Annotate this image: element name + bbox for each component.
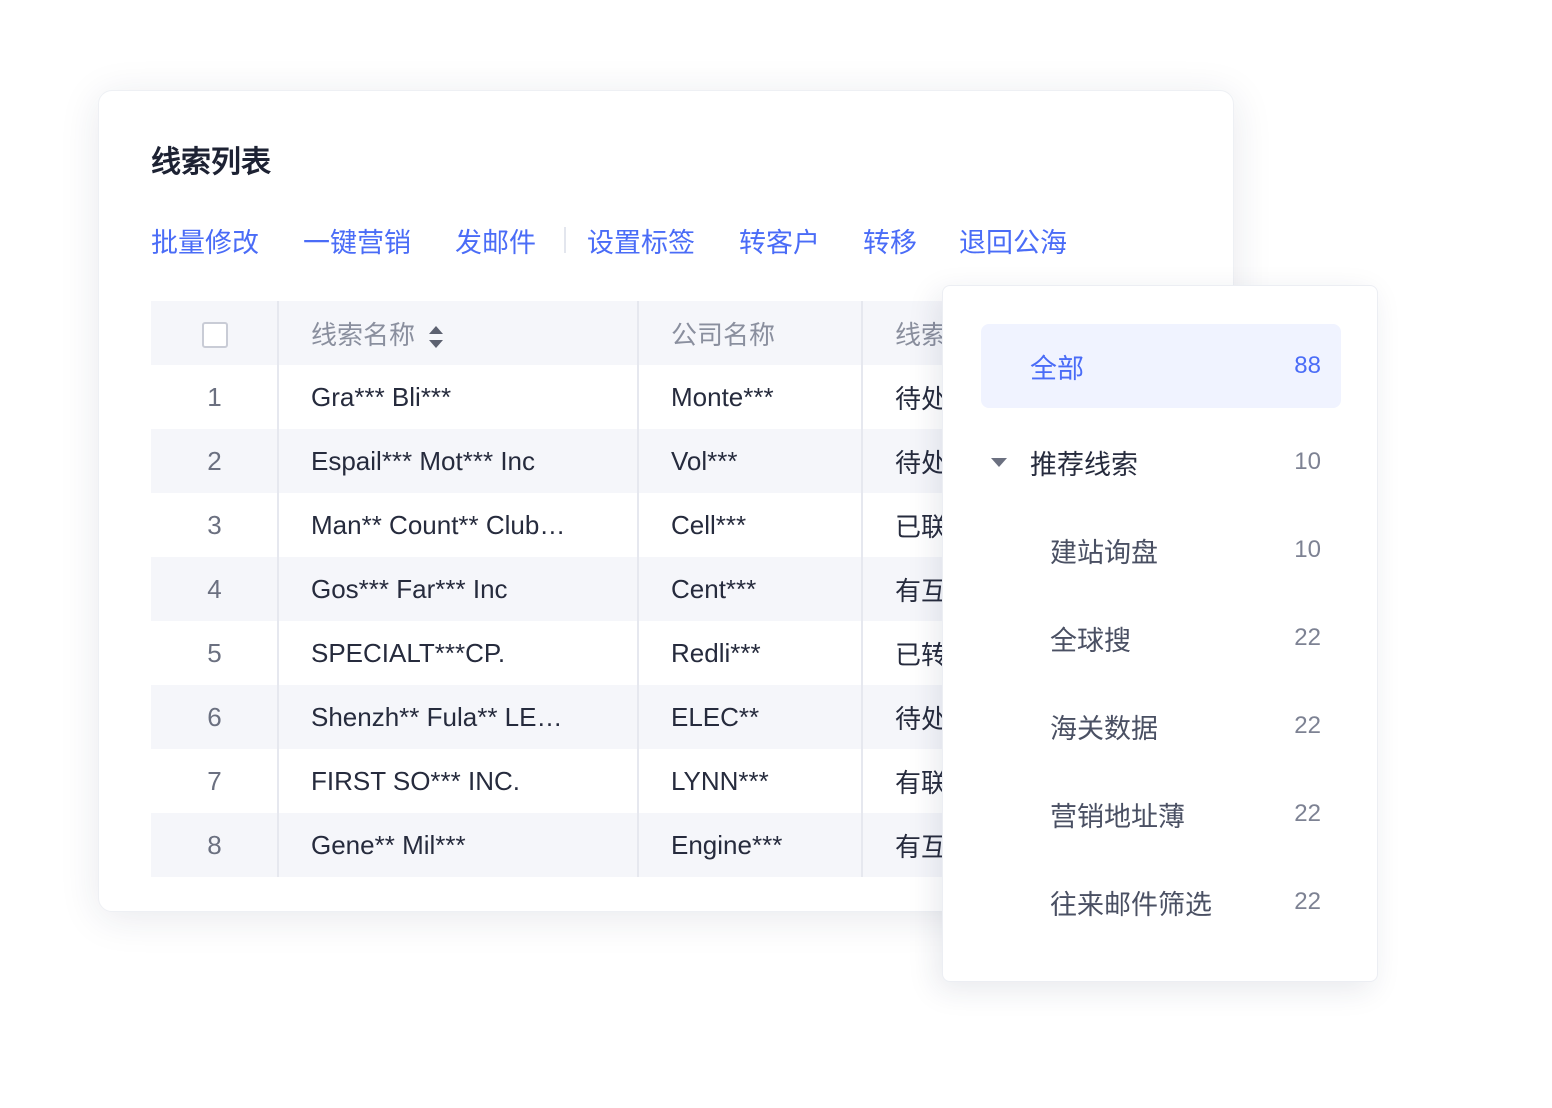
lead-name[interactable]: Shenzh** Fula** LE…	[311, 701, 563, 732]
page-title: 线索列表	[151, 146, 271, 179]
select-all-checkbox[interactable]	[201, 321, 228, 348]
convert-customer-button[interactable]: 转客户	[739, 228, 820, 258]
filter-count: 10	[1294, 536, 1321, 563]
filter-count: 22	[1294, 888, 1321, 915]
set-tag-button[interactable]: 设置标签	[587, 228, 695, 258]
lead-name[interactable]: FIRST SO*** INC.	[311, 765, 521, 796]
lead-status: 有互	[895, 831, 948, 862]
filter-label: 推荐线索	[1030, 449, 1138, 480]
lead-name[interactable]: Man** Count** Club…	[311, 509, 566, 540]
filter-item[interactable]: 建站询盘 10	[981, 508, 1341, 592]
filter-item[interactable]: 海关数据 22	[981, 684, 1341, 768]
filter-label: 建站询盘	[1050, 537, 1158, 568]
table-row[interactable]: 3 Man** Count** Club… Cell*** 已联	[151, 493, 1233, 557]
lead-status: 待处	[895, 703, 948, 734]
one-click-marketing-button[interactable]: 一键营销	[303, 228, 411, 258]
filter-count: 10	[1294, 448, 1321, 475]
filter-item[interactable]: 营销地址薄 22	[981, 772, 1341, 856]
return-to-pool-button[interactable]: 退回公海	[959, 228, 1067, 258]
company-name: Vol***	[671, 445, 738, 476]
filter-item[interactable]: 全球搜 22	[981, 596, 1341, 680]
filter-label: 海关数据	[1050, 713, 1158, 744]
lead-status: 待处	[895, 447, 948, 478]
lead-name[interactable]: SPECIALT***CP.	[311, 637, 506, 668]
column-divider	[861, 301, 863, 877]
filter-item[interactable]: 全部 88	[981, 324, 1341, 408]
filter-count: 22	[1294, 712, 1321, 739]
company-name: ELEC**	[671, 701, 760, 732]
filter-label: 往来邮件筛选	[1050, 889, 1212, 920]
company-name: Cent***	[671, 573, 757, 604]
filter-item[interactable]: 推荐线索 10	[981, 420, 1341, 504]
filter-count: 22	[1294, 800, 1321, 827]
row-number: 1	[207, 381, 222, 412]
batch-edit-button[interactable]: 批量修改	[151, 228, 259, 258]
filter-label: 营销地址薄	[1050, 801, 1185, 832]
company-name: Redli***	[671, 637, 761, 668]
lead-status: 有互	[895, 575, 948, 606]
action-divider	[564, 227, 566, 253]
row-number: 3	[207, 509, 222, 540]
lead-name[interactable]: Espail*** Mot*** Inc	[311, 445, 535, 476]
company-name: LYNN***	[671, 765, 769, 796]
row-number: 8	[207, 829, 222, 860]
table-row[interactable]: 1 Gra*** Bli*** Monte*** 待处	[151, 365, 1233, 429]
row-number: 2	[207, 445, 222, 476]
caret-down-icon[interactable]	[991, 457, 1007, 467]
row-number: 7	[207, 765, 222, 796]
lead-status: 有联	[895, 767, 948, 798]
filter-label: 全球搜	[1050, 625, 1131, 656]
filter-count: 88	[1294, 352, 1321, 379]
row-number: 4	[207, 573, 222, 604]
column-divider	[637, 301, 639, 877]
filter-item[interactable]: 往来邮件筛选 22	[981, 860, 1341, 944]
send-email-button[interactable]: 发邮件	[455, 228, 536, 258]
table-row[interactable]: 5 SPECIALT***CP. Redli*** 已转	[151, 621, 1233, 685]
column-header-lead-name[interactable]: 线索名称	[311, 319, 416, 350]
column-header-status: 线索	[895, 319, 948, 350]
lead-name[interactable]: Gos*** Far*** Inc	[311, 573, 508, 604]
row-number: 5	[207, 637, 222, 668]
lead-status: 已联	[895, 511, 948, 542]
row-number: 6	[207, 701, 222, 732]
table-row[interactable]: 7 FIRST SO*** INC. LYNN*** 有联	[151, 749, 1233, 813]
lead-name[interactable]: Gra*** Bli***	[311, 381, 452, 412]
column-header-company: 公司名称	[671, 319, 776, 350]
column-divider	[277, 301, 279, 877]
lead-name[interactable]: Gene** Mil***	[311, 829, 466, 860]
lead-status: 待处	[895, 383, 948, 414]
filter-count: 22	[1294, 624, 1321, 651]
transfer-button[interactable]: 转移	[863, 228, 917, 258]
company-name: Cell***	[671, 509, 747, 540]
filter-label: 全部	[1030, 353, 1084, 384]
company-name: Engine***	[671, 829, 783, 860]
sort-icon[interactable]	[429, 325, 444, 348]
lead-status: 已转	[895, 639, 948, 670]
company-name: Monte***	[671, 381, 774, 412]
